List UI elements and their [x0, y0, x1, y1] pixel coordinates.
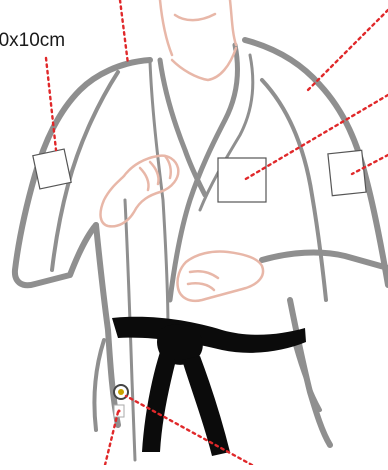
left-sleeve-outline — [15, 60, 150, 285]
neck — [160, 0, 236, 55]
leader-collar — [120, 0, 128, 64]
leader-chest-patch — [244, 95, 388, 180]
emblem-core — [118, 389, 124, 395]
leader-size-tag — [105, 412, 118, 465]
jacket-lower-right — [295, 345, 320, 410]
left-fist — [101, 156, 179, 227]
right-fist — [177, 251, 263, 300]
leader-shoulder — [306, 10, 388, 92]
jacket-lower-left — [94, 340, 104, 430]
right-arm-patch — [328, 150, 366, 195]
jacket-right-side — [290, 300, 330, 445]
right-fist-fingers — [188, 271, 218, 290]
left-fist-fingers — [140, 156, 171, 190]
chin — [175, 14, 215, 20]
right-cuff — [262, 253, 388, 268]
patch-size-label: 10x10cm — [0, 30, 65, 52]
left-arm-patch — [33, 149, 71, 189]
chest-v — [172, 48, 236, 80]
black-belt — [112, 317, 306, 456]
belt-band — [112, 317, 306, 353]
right-sleeve-seam — [262, 80, 326, 300]
chest-patch — [218, 158, 266, 202]
belt-tail-left — [142, 352, 176, 452]
